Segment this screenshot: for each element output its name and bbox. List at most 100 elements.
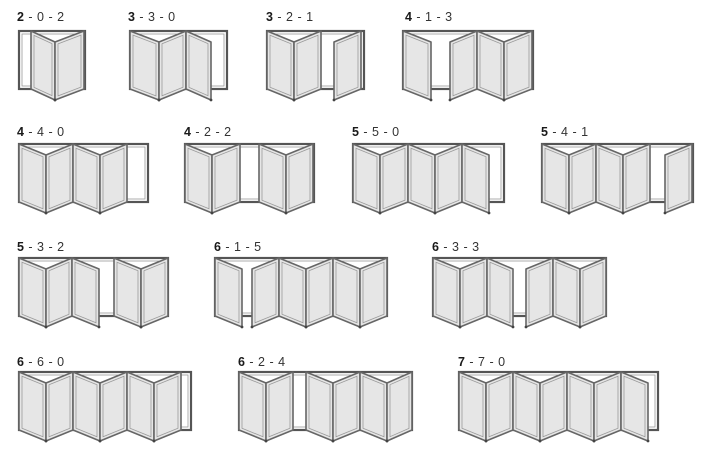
panel-glass: [288, 147, 311, 210]
door-panel: [458, 371, 487, 442]
door-panel: [541, 143, 570, 214]
hinge-icon: [332, 98, 336, 102]
fold-split: - 7 - 0: [465, 355, 506, 369]
panel-glass: [335, 375, 358, 438]
door-panel: [503, 30, 533, 101]
panel-glass: [461, 375, 484, 438]
config-label: 7 - 7 - 0: [458, 355, 506, 369]
door-config-diagram: [17, 256, 170, 329]
hinge-icon: [284, 211, 288, 215]
config-label: 5 - 4 - 1: [541, 125, 589, 139]
panel-glass: [544, 147, 567, 210]
hinge-icon: [98, 439, 102, 443]
panel-glass: [489, 261, 511, 324]
door-panel: [434, 143, 463, 214]
door-panel: [278, 257, 307, 328]
door-panel: [18, 257, 47, 328]
door-panel: [72, 371, 101, 442]
config-label: 4 - 2 - 2: [184, 125, 232, 139]
door-panel: [45, 143, 74, 214]
door-config-diagram: [17, 142, 150, 215]
config-label: 6 - 6 - 0: [17, 355, 65, 369]
door-panel: [461, 143, 490, 214]
config-label: 3 - 3 - 0: [128, 10, 176, 24]
panel-glass: [362, 375, 385, 438]
hinge-icon: [44, 211, 48, 215]
panel-glass: [48, 147, 71, 210]
panel-glass: [57, 34, 82, 97]
panel-glass: [143, 261, 166, 324]
config-label: 4 - 1 - 3: [405, 10, 453, 24]
panel-glass: [102, 147, 125, 210]
door-panel: [402, 30, 432, 101]
panel-glass: [21, 375, 44, 438]
hinge-icon: [97, 325, 101, 329]
panel-glass: [625, 147, 648, 210]
hinge-icon: [250, 325, 254, 329]
door-panel: [332, 371, 361, 442]
hinge-icon: [53, 98, 57, 102]
hinge-icon: [448, 98, 452, 102]
panel-glass: [102, 375, 125, 438]
hinge-icon: [240, 325, 244, 329]
door-panel: [184, 143, 213, 214]
panel-glass: [261, 147, 284, 210]
panel-glass: [479, 34, 502, 97]
panel-glass: [188, 34, 209, 97]
door-panel: [211, 143, 241, 214]
door-panel: [359, 257, 388, 328]
door-panel: [140, 257, 169, 328]
door-panel: [54, 30, 85, 101]
config-label: 6 - 1 - 5: [214, 240, 262, 254]
panel-glass: [488, 375, 511, 438]
fold-split: - 0 - 2: [24, 10, 65, 24]
panel-glass: [74, 261, 97, 324]
panel-count: 4: [17, 125, 25, 139]
panel-glass: [515, 375, 538, 438]
config-label: 3 - 2 - 1: [266, 10, 314, 24]
door-panel: [620, 371, 649, 442]
panel-count: 4: [184, 125, 192, 139]
panel-glass: [254, 261, 277, 324]
panel-count: 5: [352, 125, 360, 139]
door-panel: [30, 30, 56, 101]
door-panel: [258, 143, 287, 214]
hinge-icon: [292, 98, 296, 102]
door-panel: [238, 371, 267, 442]
door-panel: [593, 371, 622, 442]
door-panel: [71, 257, 100, 328]
config-label: 4 - 4 - 0: [17, 125, 65, 139]
panel-glass: [569, 375, 592, 438]
hinge-icon: [304, 325, 308, 329]
panel-glass: [555, 261, 578, 324]
door-panel: [539, 371, 568, 442]
hinge-icon: [511, 325, 515, 329]
door-panel: [305, 257, 334, 328]
fold-split: - 4 - 1: [548, 125, 589, 139]
panel-glass: [187, 147, 210, 210]
config-label: 6 - 2 - 4: [238, 355, 286, 369]
hinge-icon: [139, 325, 143, 329]
door-panel: [622, 143, 651, 214]
door-panel: [525, 257, 554, 328]
fold-split: - 2 - 4: [245, 355, 286, 369]
hinge-icon: [487, 211, 491, 215]
door-panel: [664, 143, 693, 214]
door-config-diagram: [128, 29, 229, 102]
hinge-icon: [433, 211, 437, 215]
door-panel: [476, 30, 505, 101]
door-panel: [486, 257, 514, 328]
hinge-icon: [621, 211, 625, 215]
panel-glass: [296, 34, 319, 97]
door-panel: [568, 143, 597, 214]
door-config-diagram: [213, 256, 389, 329]
hinge-icon: [44, 325, 48, 329]
hinge-icon: [429, 98, 433, 102]
panel-count: 6: [432, 240, 440, 254]
panel-count: 6: [214, 240, 222, 254]
hinge-icon: [502, 98, 506, 102]
door-panel: [566, 371, 595, 442]
hinge-icon: [378, 211, 382, 215]
panel-glass: [48, 375, 71, 438]
